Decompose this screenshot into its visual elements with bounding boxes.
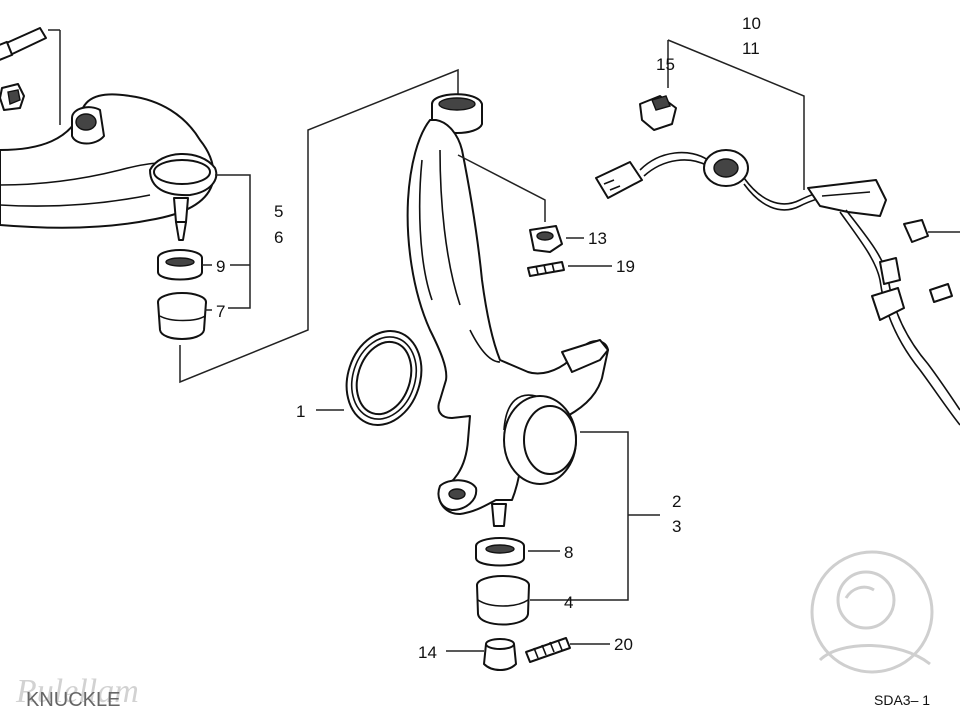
part-15-clip [639, 95, 677, 131]
abs-sensor-group [595, 95, 960, 426]
leaders-sensor [667, 39, 960, 233]
part-20-shape [525, 637, 571, 663]
callout-2: 2 [672, 492, 681, 511]
callout-6: 6 [274, 228, 283, 247]
upper-arm-group [0, 27, 218, 340]
part-1-seal [345, 330, 423, 426]
part-13-shape [529, 225, 563, 253]
callout-10: 10 [742, 14, 761, 33]
watermark-text: Rulellam [15, 673, 139, 710]
callout-9: 9 [216, 257, 225, 276]
diagram-code: SDA3– 1 [874, 692, 930, 708]
callout-19: 19 [616, 257, 635, 276]
grommet [703, 149, 749, 187]
part-14-shape [483, 638, 517, 671]
callout-13: 13 [588, 229, 607, 248]
part-8-shape [475, 537, 525, 567]
callout-3: 3 [672, 517, 681, 536]
part-4-shape [476, 575, 530, 626]
callout-4: 4 [564, 593, 573, 612]
callout-7: 7 [216, 302, 225, 321]
part-19-shape [527, 261, 565, 277]
callout-15: 15 [656, 55, 675, 74]
callouts: 1 2 3 4 5 6 7 8 9 10 11 13 14 15 19 20 [216, 14, 761, 662]
knuckle-group [406, 93, 609, 527]
callout-5: 5 [274, 202, 283, 221]
part-7-shape [157, 292, 207, 340]
leaders-knuckle [316, 154, 660, 652]
callout-1: 1 [296, 402, 305, 421]
callout-20: 20 [614, 635, 633, 654]
nut-left [0, 83, 25, 111]
callout-8: 8 [564, 543, 573, 562]
watermark-logo [810, 550, 934, 674]
bolt-top-left [0, 27, 47, 62]
part-9-shape [157, 249, 203, 281]
diagram-caption: KNUCKLE [26, 689, 120, 711]
callout-11: 11 [742, 39, 760, 58]
arm-bushing [71, 106, 105, 145]
leaders-upper-arm [48, 29, 459, 384]
callout-14: 14 [418, 643, 437, 662]
